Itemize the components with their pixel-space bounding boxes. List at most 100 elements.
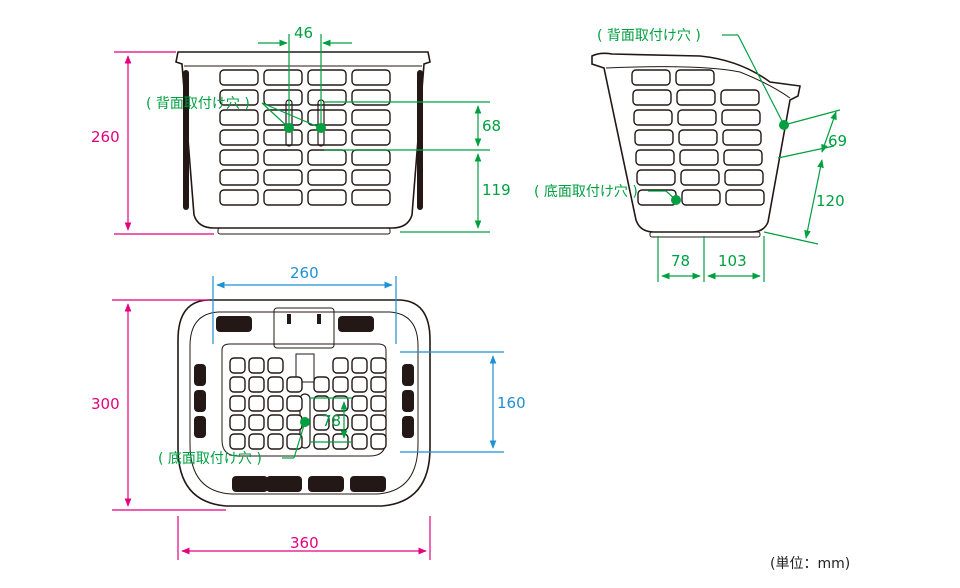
basket-slot — [635, 149, 675, 166]
top-hole-spacing-value: 78 — [322, 412, 341, 430]
side-bottom-left-value: 78 — [671, 252, 690, 270]
basket-slot — [307, 189, 347, 206]
floor-slot — [370, 414, 387, 431]
front-height-value: 260 — [91, 128, 120, 146]
floor-slot — [248, 376, 265, 393]
front-upper-spacing-value: 68 — [482, 117, 501, 135]
basket-slot — [307, 89, 347, 106]
floor-slot — [370, 395, 387, 412]
basket-slot — [631, 69, 671, 86]
floor-slot — [267, 357, 284, 374]
floor-slot — [370, 376, 387, 393]
basket-slot — [307, 69, 347, 86]
floor-slot — [229, 357, 246, 374]
floor-slot — [267, 376, 284, 393]
basket-slot — [351, 149, 391, 166]
basket-slot — [307, 129, 347, 146]
basket-slot — [263, 89, 303, 106]
basket-slot — [219, 69, 259, 86]
floor-slot — [332, 357, 349, 374]
top-slot-grid — [194, 316, 414, 492]
basket-slot — [676, 89, 716, 106]
floor-slot — [286, 395, 303, 412]
side-lower-spacing-value: 120 — [816, 192, 845, 210]
basket-slot — [721, 109, 761, 126]
side-bottom-hole-label: ( 底面取付け穴 ) — [534, 184, 638, 200]
floor-slot — [286, 414, 303, 431]
unit-label: (単位：mm) — [770, 556, 850, 572]
floor-slot — [351, 395, 368, 412]
floor-slot — [370, 357, 387, 374]
basket-slot — [351, 129, 391, 146]
floor-slot — [286, 433, 303, 450]
side-slanted-spacing-dimensions: 69 120 — [763, 109, 847, 245]
top-hole-label: ( 底面取付け穴 ) — [158, 451, 262, 467]
floor-slot — [229, 433, 246, 450]
basket-slot — [351, 89, 391, 106]
floor-slot — [351, 376, 368, 393]
floor-slot — [332, 376, 349, 393]
basket-slot — [679, 149, 719, 166]
basket-slot — [632, 89, 672, 106]
basket-slot — [351, 69, 391, 86]
front-basket-outline — [175, 51, 431, 235]
top-overall-depth-dimension: 300 — [91, 299, 226, 511]
front-hole-callout: ( 背面取付け穴 ) — [146, 96, 322, 129]
edge-vent — [232, 476, 268, 492]
front-hole-width-value: 46 — [294, 24, 313, 42]
front-view: 260 46 ( 背面取付け穴 ) 68 119 — [91, 24, 511, 235]
top-side-depth-value: 160 — [497, 394, 526, 412]
floor-slot — [370, 433, 387, 450]
basket-slot — [307, 109, 347, 126]
floor-slot — [248, 357, 265, 374]
side-upper-spacing-value: 69 — [828, 132, 847, 150]
basket-slot — [263, 149, 303, 166]
edge-vent — [350, 476, 386, 492]
floor-slot — [351, 357, 368, 374]
side-vent — [194, 390, 206, 412]
side-bottom-hole-callout: ( 底面取付け穴 ) — [534, 184, 677, 201]
edge-vent — [266, 476, 302, 492]
basket-slot — [263, 189, 303, 206]
front-lower-spacing-value: 119 — [482, 181, 511, 199]
basket-slot — [219, 189, 259, 206]
top-hole-spacing-dimension: 78 — [310, 397, 352, 443]
basket-slot — [219, 109, 259, 126]
basket-slot — [263, 69, 303, 86]
top-hole-callout: ( 底面取付け穴 ) — [158, 421, 306, 467]
basket-slot — [219, 129, 259, 146]
floor-slot — [229, 395, 246, 412]
floor-slot — [286, 376, 303, 393]
basket-slot — [633, 109, 673, 126]
side-vent — [402, 416, 414, 438]
side-slot-grid — [631, 69, 765, 206]
floor-slot — [229, 376, 246, 393]
top-side-depth-dimension: 160 — [400, 351, 526, 453]
basket-slot — [722, 129, 762, 146]
floor-slot — [313, 395, 330, 412]
top-inner-width-dimension: 260 — [212, 264, 397, 344]
front-vertical-spacing-dimensions: 68 119 — [324, 101, 511, 233]
basket-slot — [307, 169, 347, 186]
front-hole-label: ( 背面取付け穴 ) — [146, 96, 250, 112]
basket-slot — [637, 189, 677, 206]
floor-slot — [248, 433, 265, 450]
top-overall-depth-value: 300 — [91, 395, 120, 413]
basket-slot — [351, 109, 391, 126]
side-vent — [194, 364, 206, 386]
front-hole-width-dimension: 46 — [258, 24, 352, 128]
basket-slot — [725, 189, 765, 206]
basket-slot — [219, 169, 259, 186]
basket-slot — [351, 189, 391, 206]
edge-vent — [338, 316, 374, 332]
basket-slot — [351, 169, 391, 186]
floor-slot — [267, 433, 284, 450]
basket-slot — [681, 189, 721, 206]
edge-vent — [308, 476, 344, 492]
floor-slot — [267, 414, 284, 431]
top-view: 260 160 300 360 78 — [91, 264, 526, 560]
side-vent — [194, 416, 206, 438]
basket-slot — [723, 149, 763, 166]
basket-slot — [263, 129, 303, 146]
